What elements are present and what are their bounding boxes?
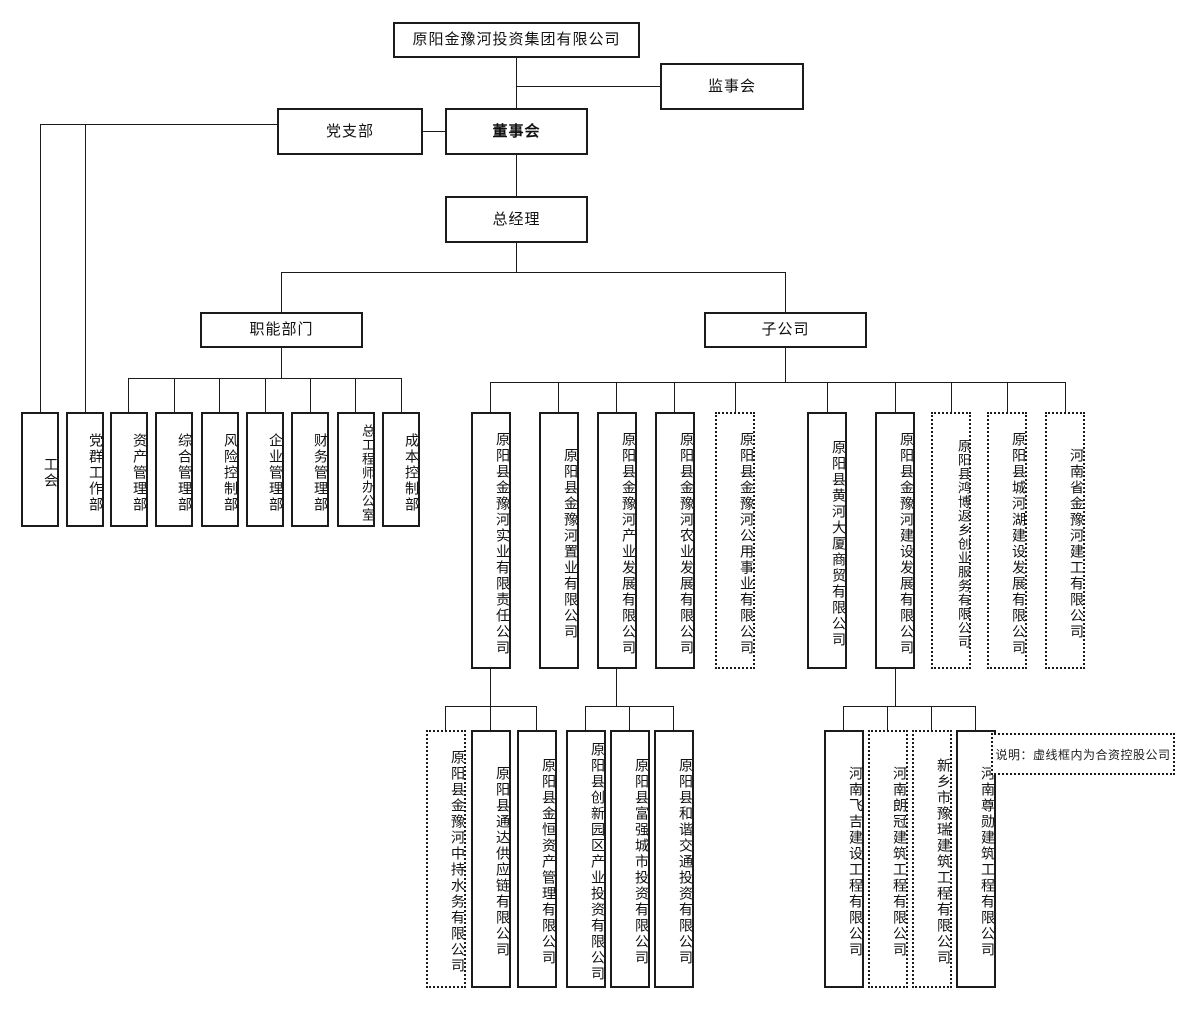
node-general-manager[interactable]: 总经理: [445, 196, 588, 243]
connector-shiye-down: [490, 669, 491, 706]
connector-dept-drop-2: [174, 378, 175, 412]
subsidiary-jinyuhe-shiye[interactable]: 原阳县金豫河实业有限责任公司: [471, 412, 511, 669]
connector-party-to-dangqun: [85, 124, 86, 412]
connector-party-to-union: [40, 124, 41, 412]
connector-chanye-down: [616, 669, 617, 706]
connector-shiye-drop-1: [445, 706, 446, 730]
subsub-yurui-jianzhu[interactable]: 新乡市豫瑞建筑工程有限公司: [912, 730, 952, 988]
connector-bus-to-subsidiaries: [785, 272, 786, 313]
connector-sub-drop-4: [674, 382, 675, 412]
dept-cost-control[interactable]: 成本控制部: [382, 412, 420, 527]
dept-chief-engineer-office[interactable]: 总工程师办公室: [337, 412, 375, 527]
connector-sub-drop-1: [490, 382, 491, 412]
subsidiary-jinyuhe-gongyong[interactable]: 原阳县金豫河公用事业有限公司: [715, 412, 755, 669]
subsub-fuqiang-chengshi[interactable]: 原阳县富强城市投资有限公司: [610, 730, 650, 988]
subsidiary-jinyuhe-chanye[interactable]: 原阳县金豫河产业发展有限公司: [597, 412, 637, 669]
connector-subsidiaries-down: [785, 348, 786, 382]
connector-dept-drop-3: [219, 378, 220, 412]
node-functional-departments[interactable]: 职能部门: [200, 312, 363, 348]
node-board-of-directors[interactable]: 董事会: [445, 108, 588, 155]
connector-jianshe-drop-2: [887, 706, 888, 730]
connector-party-board: [422, 131, 446, 132]
subsidiary-henan-jinyuhe-jiangong[interactable]: 河南省金豫河建工有限公司: [1045, 412, 1085, 669]
node-party-work-dept[interactable]: 党群工作部: [66, 412, 104, 527]
subsub-hexie-jiaotong[interactable]: 原阳县和谐交通投资有限公司: [654, 730, 694, 988]
dept-risk-control[interactable]: 风险控制部: [201, 412, 239, 527]
subsidiary-jinyuhe-nongye[interactable]: 原阳县金豫河农业发展有限公司: [655, 412, 695, 669]
connector-jianshe-bus: [843, 706, 975, 707]
connector-sub-drop-9: [1007, 382, 1008, 412]
node-group[interactable]: 原阳金豫河投资集团有限公司: [393, 22, 640, 58]
node-subsidiaries[interactable]: 子公司: [704, 312, 867, 348]
connector-subsidiaries-bus: [490, 382, 1065, 383]
connector-chanye-drop-1: [585, 706, 586, 730]
connector-jianshe-drop-1: [843, 706, 844, 730]
dept-general-management[interactable]: 综合管理部: [155, 412, 193, 527]
connector-group-down: [516, 57, 517, 108]
connector-functional-down: [281, 348, 282, 378]
connector-jianshe-drop-3: [931, 706, 932, 730]
subsidiary-huanghe-dasha[interactable]: 原阳县黄河大厦商贸有限公司: [807, 412, 847, 669]
dept-finance-management[interactable]: 财务管理部: [291, 412, 329, 527]
subsidiary-jinyuhe-jianshe[interactable]: 原阳县金豫河建设发展有限公司: [875, 412, 915, 669]
connector-dept-drop-5: [310, 378, 311, 412]
connector-bus-to-functional: [281, 272, 282, 313]
connector-gm-bus: [281, 272, 785, 273]
connector-dept-drop-7: [401, 378, 402, 412]
subsidiary-hongbo-fanxiang[interactable]: 原阳县鸿博返乡创业服务有限公司: [931, 412, 971, 669]
connector-sub-drop-7: [895, 382, 896, 412]
connector-dept-drop-6: [355, 378, 356, 412]
connector-functional-bus: [128, 378, 401, 379]
connector-sub-drop-10: [1065, 382, 1066, 412]
node-party-branch[interactable]: 党支部: [277, 108, 423, 155]
subsidiary-chenghehu-jianshe[interactable]: 原阳县城河湖建设发展有限公司: [987, 412, 1027, 669]
subsub-zhongchi-shuiwu[interactable]: 原阳县金豫河中持水务有限公司: [426, 730, 466, 988]
legend-note: 说明：虚线框内为合资控股公司: [991, 733, 1175, 775]
subsidiary-jinyuhe-zhiye[interactable]: 原阳县金豫河置业有限公司: [539, 412, 579, 669]
subsub-langguan-jianzhu[interactable]: 河南朗冠建筑工程有限公司: [868, 730, 908, 988]
subsub-tongda-gongyinglian[interactable]: 原阳县通达供应链有限公司: [471, 730, 511, 988]
connector-jianshe-down: [895, 669, 896, 706]
connector-gm-down: [516, 243, 517, 272]
subsub-jinheng-zichan[interactable]: 原阳县金恒资产管理有限公司: [517, 730, 557, 988]
connector-board-gm: [516, 155, 517, 196]
connector-shiye-drop-3: [536, 706, 537, 730]
node-union[interactable]: 工会: [21, 412, 59, 527]
dept-enterprise-management[interactable]: 企业管理部: [246, 412, 284, 527]
subsub-zunxun-jianzhu[interactable]: 河南尊勋建筑工程有限公司: [956, 730, 996, 988]
subsub-chuangxin-yuanqu[interactable]: 原阳县创新园区产业投资有限公司: [566, 730, 606, 988]
subsub-feiji-jianshe[interactable]: 河南飞吉建设工程有限公司: [824, 730, 864, 988]
connector-group-supervisory: [516, 86, 661, 87]
connector-shiye-drop-2: [490, 706, 491, 730]
connector-dept-drop-4: [265, 378, 266, 412]
connector-sub-drop-3: [616, 382, 617, 412]
connector-chanye-drop-2: [629, 706, 630, 730]
node-supervisory-board[interactable]: 监事会: [660, 63, 804, 110]
dept-asset-management[interactable]: 资产管理部: [110, 412, 148, 527]
connector-sub-drop-6: [827, 382, 828, 412]
connector-sub-drop-2: [558, 382, 559, 412]
connector-party-left-bus: [40, 124, 278, 125]
connector-dept-drop-1: [128, 378, 129, 412]
connector-sub-drop-5: [735, 382, 736, 412]
connector-chanye-drop-3: [673, 706, 674, 730]
connector-jianshe-drop-4: [975, 706, 976, 730]
connector-sub-drop-8: [951, 382, 952, 412]
